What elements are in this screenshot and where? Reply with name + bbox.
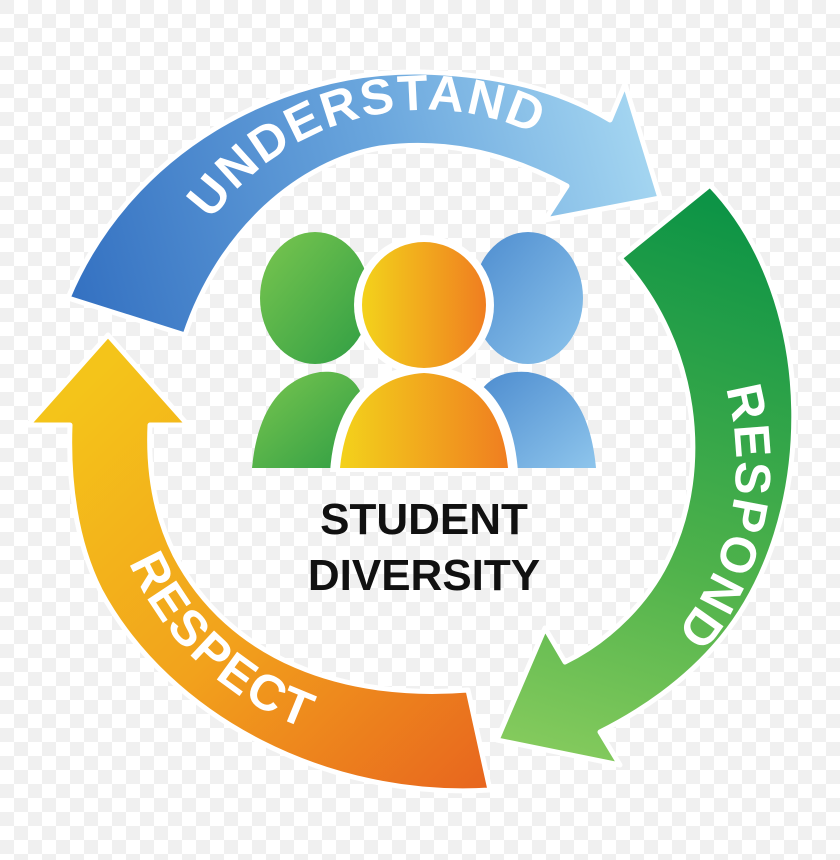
center-title-line2: DIVERSITY [308, 551, 540, 600]
understand-arrow-shape [65, 69, 663, 338]
people-icon [252, 232, 596, 472]
respect-arrow-shape [25, 332, 493, 794]
center-title-line1: STUDENT [320, 495, 528, 544]
orange-person-icon [330, 235, 518, 472]
respond-arrow-shape [494, 182, 797, 768]
